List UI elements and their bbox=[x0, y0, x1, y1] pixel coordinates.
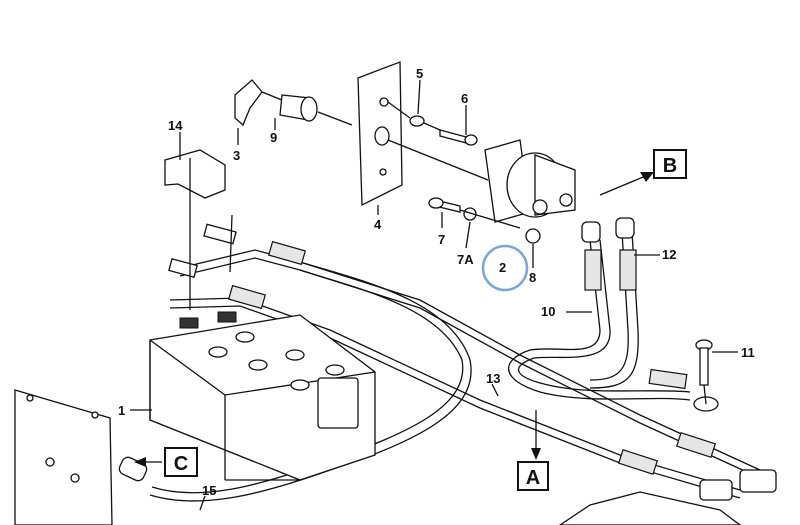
terminal-cover-14 bbox=[164, 149, 226, 199]
callout-arrows bbox=[134, 172, 654, 467]
part-label-13: 13 bbox=[486, 371, 500, 386]
svg-text:B: B bbox=[663, 155, 677, 177]
part-label-11: 11 bbox=[741, 345, 755, 360]
part-label-10: 10 bbox=[541, 304, 555, 319]
leader-lines bbox=[130, 79, 738, 511]
left-panel bbox=[14, 389, 113, 525]
callout-c: C bbox=[164, 447, 198, 477]
cable-battery-loop bbox=[149, 261, 472, 502]
bottom-right-box bbox=[558, 491, 742, 525]
part-label-7a: 7A bbox=[457, 252, 474, 267]
part-label-5: 5 bbox=[416, 66, 423, 81]
connector-3 bbox=[234, 79, 263, 127]
part-label-4: 4 bbox=[374, 217, 382, 232]
part-label-15: 15 bbox=[202, 483, 216, 498]
part-label-8: 8 bbox=[529, 270, 536, 285]
part-label-9: 9 bbox=[270, 130, 277, 145]
mounting-plate bbox=[357, 61, 403, 207]
part-label-1: 1 bbox=[118, 403, 125, 418]
part-label-12: 12 bbox=[662, 247, 676, 262]
washers-and-bolts bbox=[409, 115, 541, 244]
relay bbox=[484, 139, 576, 223]
callout-a: A bbox=[517, 461, 549, 491]
highlight-circle bbox=[481, 244, 529, 292]
assembly-lines bbox=[189, 91, 707, 405]
part-label-14: 14 bbox=[168, 118, 183, 133]
part-label-6: 6 bbox=[461, 91, 468, 106]
battery bbox=[149, 311, 376, 481]
cable-10 bbox=[508, 239, 691, 401]
bolt-11 bbox=[695, 339, 713, 386]
svg-text:C: C bbox=[174, 453, 188, 475]
part-label-2: 2 bbox=[499, 260, 506, 275]
part-label-3: 3 bbox=[233, 148, 240, 163]
sleeve-9 bbox=[279, 94, 318, 122]
cable-12 bbox=[589, 231, 639, 389]
callout-b: B bbox=[653, 149, 687, 179]
svg-text:A: A bbox=[526, 467, 540, 489]
cable-boots bbox=[227, 240, 717, 475]
part-label-7: 7 bbox=[438, 232, 445, 247]
